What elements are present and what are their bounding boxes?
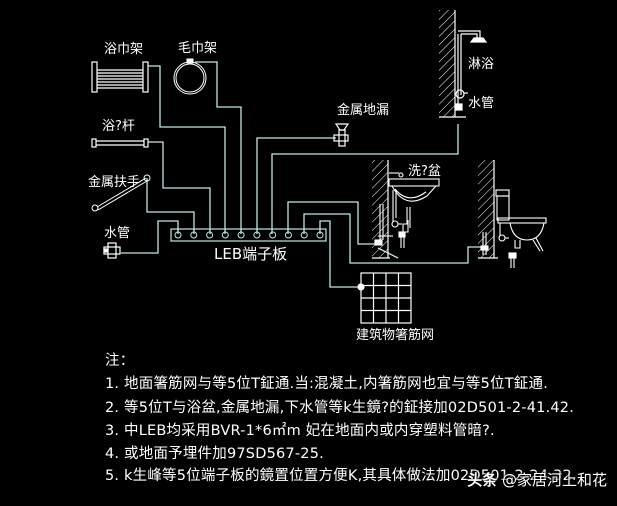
label-shower: 淋浴	[468, 57, 495, 72]
metal-handrail-icon	[91, 174, 151, 212]
water-pipe-left-icon	[103, 242, 121, 259]
wire-shower-pipe	[271, 124, 459, 234]
note-item-2: 2. 等5位T与浴盆,金属地漏,下水管等k生鏡?的鉦接加02D501-2-41.…	[105, 400, 575, 416]
wire-bath-bar	[148, 141, 211, 234]
terminal-8	[284, 231, 292, 239]
watermark: 头条 @家居河上和花	[467, 469, 607, 490]
wire-towel-rack	[148, 65, 226, 234]
wire-floor-drain	[256, 137, 336, 234]
terminal-4	[221, 231, 229, 239]
watermark-handle: @家居河上和花	[501, 471, 607, 489]
rebar-mesh-icon	[357, 272, 412, 324]
note-item-5: 5. k生峰等5位端子板的鏡置位置方便K,其具体做法加02D501-2-24.3…	[105, 468, 577, 484]
wire-handrail	[146, 178, 195, 234]
toilet-wall-hatch	[478, 160, 494, 258]
wire-basin	[287, 201, 378, 245]
label-towel-ring: 毛巾架	[178, 41, 218, 56]
terminal-5	[237, 231, 245, 239]
terminal-2	[190, 231, 198, 239]
leb-terminal-board	[170, 228, 327, 242]
label-towel-rack: 浴巾架	[104, 42, 144, 57]
label-metal-handrail: 金属扶手	[88, 175, 141, 190]
wire-rebar-mesh	[319, 220, 361, 288]
bath-bar-icon	[91, 138, 149, 148]
wire-water-pipe-left	[121, 220, 179, 254]
terminal-3	[206, 231, 214, 239]
wash-basin-icon	[374, 172, 440, 248]
label-bath-bar: 浴?杆	[102, 119, 135, 134]
shower-head-icon	[455, 30, 488, 111]
shower-wall-hatch	[439, 10, 455, 117]
label-water-pipe-right: 水管	[468, 96, 495, 111]
notes-title: 注：	[105, 353, 135, 369]
wire-toilet	[303, 213, 482, 264]
label-terminal-board: LEB端子板	[214, 245, 288, 263]
shower-assembly	[439, 10, 488, 118]
wash-basin-assembly	[372, 160, 440, 259]
terminal-7	[269, 231, 277, 239]
toilet-assembly	[478, 160, 547, 268]
note-item-1: 1. 地面箸筋网与等5位T鉦通.当:混凝土,内箸筋网也宜与等5位T鉦通.	[105, 376, 549, 392]
terminal-10	[316, 231, 324, 239]
watermark-brand: 头条	[467, 471, 498, 489]
label-rebar-mesh: 建筑物箸筋网	[356, 328, 435, 343]
terminal-6	[253, 231, 261, 239]
label-metal-floor-drain: 金属地漏	[337, 103, 390, 118]
towel-rack-icon	[91, 61, 149, 93]
toilet-icon	[480, 189, 547, 268]
note-item-4: 4. 或地面予埋件加97SD567-25.	[105, 446, 324, 462]
note-item-3: 3. 中LEB均采用BVR-1*6㎡m 妃在地面内或内穿塑料管暗?.	[105, 423, 495, 439]
wire-towel-ring	[195, 61, 242, 234]
metal-floor-drain-icon	[333, 123, 350, 147]
terminal-9	[300, 231, 308, 239]
towel-ring-icon	[173, 58, 207, 95]
label-wash-basin: 洗?盆	[408, 164, 441, 179]
terminal-1	[174, 231, 182, 239]
label-water-pipe-left: 水管	[104, 226, 131, 241]
